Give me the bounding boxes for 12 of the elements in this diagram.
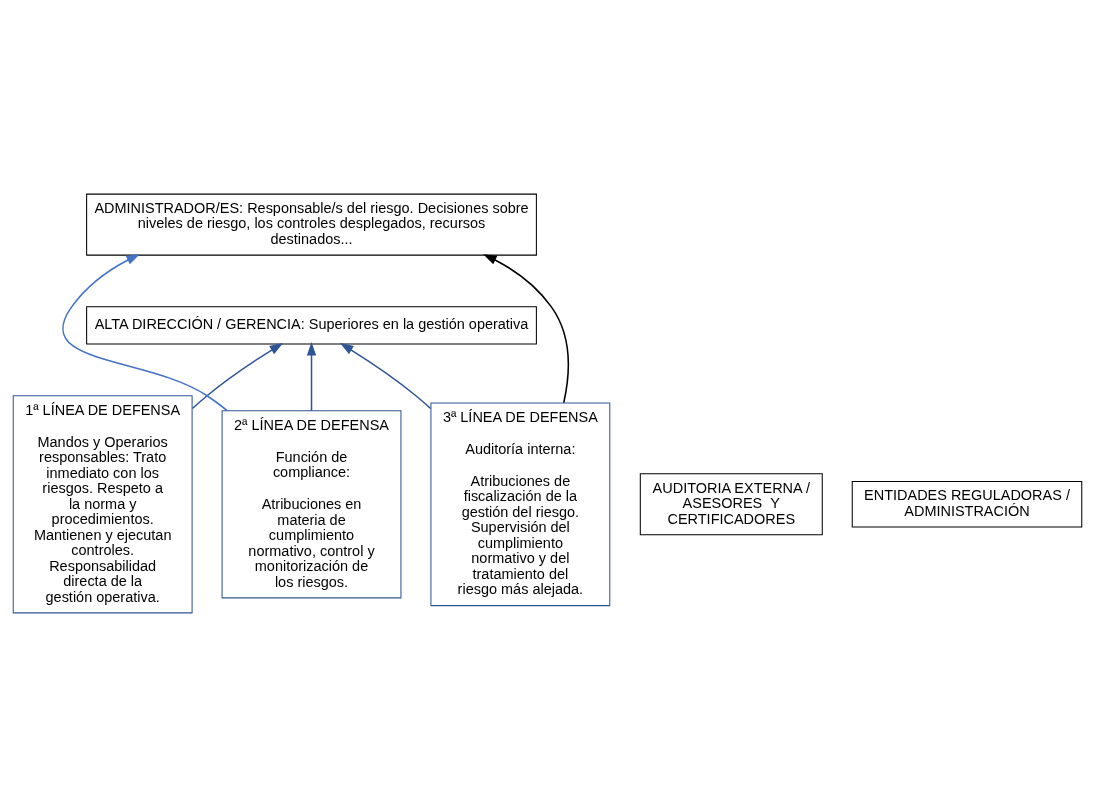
node-box: 2ª LÍNEA DE DEFENSA Función de compliance: Atribuciones en materia de cumplimiento normativo, control y monitorización de los riesgos.	[221, 409, 401, 598]
arrow	[482, 253, 569, 403]
node-box: ALTA DIRECCIÓN / GERENCIA: Superiores en la gestión operativa	[85, 305, 537, 345]
node-box: 1ª LÍNEA DE DEFENSA Mandos y Operarios responsables: Trato inmediato con los riesgos. Respeto a la norma y procedimientos. Mantienen y ejecutan controles. Responsabilidad directa de la gestión operativa.	[12, 394, 193, 613]
arrow	[61, 253, 228, 411]
node-box: ENTIDADES REGULADORAS / ADMINISTRACIÓN	[851, 480, 1082, 528]
arrow	[306, 341, 316, 411]
node-box: AUDITORIA EXTERNA / ASESORES Y CERTIFICADORES	[639, 472, 823, 535]
arrow	[191, 342, 283, 409]
node-box: ADMINISTRADOR/ES: Responsable/s del riesgo. Decisiones sobre niveles de riesgo, los controles desplegados, recursos destinados...	[85, 193, 537, 256]
node-box: 3ª LÍNEA DE DEFENSA Auditoría interna: Atribuciones de fiscalización de la gestión del riesgo. Supervisión del cumplimiento normativo y del tratamiento del riesgo más alejada.	[429, 401, 610, 606]
arrow	[339, 342, 431, 409]
